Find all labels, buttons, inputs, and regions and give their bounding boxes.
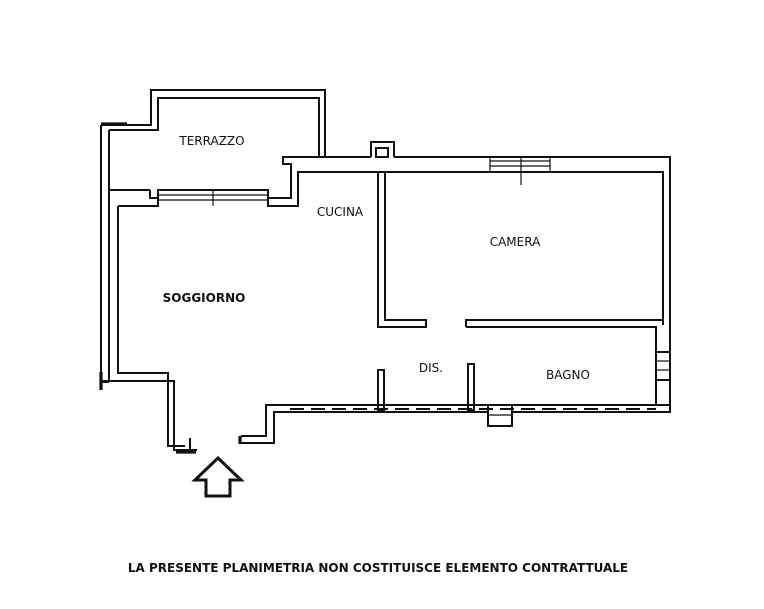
camera-south-partition [465,319,663,353]
room-label-camera: CAMERA [490,235,541,249]
east-window [655,351,671,406]
south-wall [238,404,671,444]
soggiorno-north-wall [118,156,385,207]
camera-north-wall [385,156,671,388]
soggiorno-west-wall [99,125,110,390]
room-label-bagno: BAGNO [546,368,590,382]
soggiorno-south-wall [100,206,197,454]
disclaimer-text: LA PRESENTE PLANIMETRIA NON COSTITUISCE … [128,561,628,575]
chimney-notch [370,141,395,158]
room-label-soggiorno: SOGGIORNO [163,291,246,305]
room-label-dis: DIS. [419,361,443,375]
entrance-arrow-icon [191,455,245,498]
room-label-terrazzo: TERRAZZO [178,134,244,148]
room-label-cucina: CUCINA [317,205,364,219]
cucina-camera-partition [377,172,427,328]
